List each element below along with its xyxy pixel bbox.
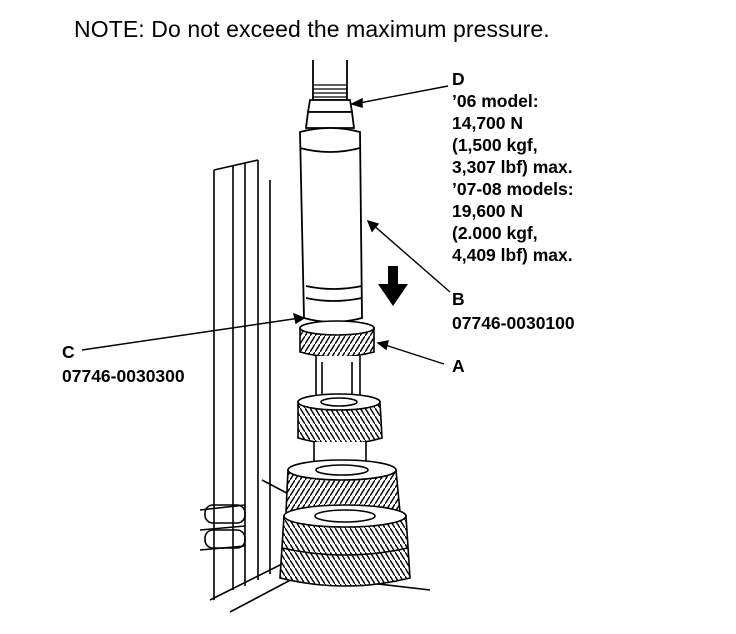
gear-a [299, 320, 375, 358]
mainshaft [315, 356, 361, 399]
label-b-part: 07746-0030100 [452, 313, 575, 333]
label-d-letter: D [452, 69, 465, 89]
label-d-line: (2.000 kgf, [452, 223, 538, 243]
label-d-line: ’07-08 models: [452, 179, 574, 199]
label-c-part: 07746-0030300 [62, 366, 185, 386]
press-frame [199, 159, 431, 613]
label-d-line: 4,409 lbf) max. [452, 245, 573, 265]
label-d-line: (1,500 kgf, [452, 135, 538, 155]
label-d-line: 3,307 lbf) max. [452, 157, 573, 177]
label-a-letter: A [452, 356, 465, 376]
label-b-letter: B [452, 289, 465, 309]
leader-lines [81, 85, 451, 365]
press-direction-arrow-icon [378, 266, 408, 306]
label-d-line: 19,600 N [452, 201, 523, 221]
label-c-letter: C [62, 342, 75, 362]
press-ram-d [304, 60, 356, 129]
note-text: NOTE: Do not exceed the maximum pressure… [74, 16, 550, 42]
label-d-line: 14,700 N [452, 113, 523, 133]
label-d-line: ’06 model: [452, 91, 539, 111]
gear-stack [279, 393, 411, 587]
tool-b-driver [299, 127, 363, 323]
callout-b: B 07746-0030100 [452, 289, 575, 333]
callout-c: C 07746-0030300 [62, 342, 185, 386]
callout-d: D ’06 model: 14,700 N (1,500 kgf, 3,307 … [452, 69, 574, 265]
callout-a: A [452, 356, 465, 376]
